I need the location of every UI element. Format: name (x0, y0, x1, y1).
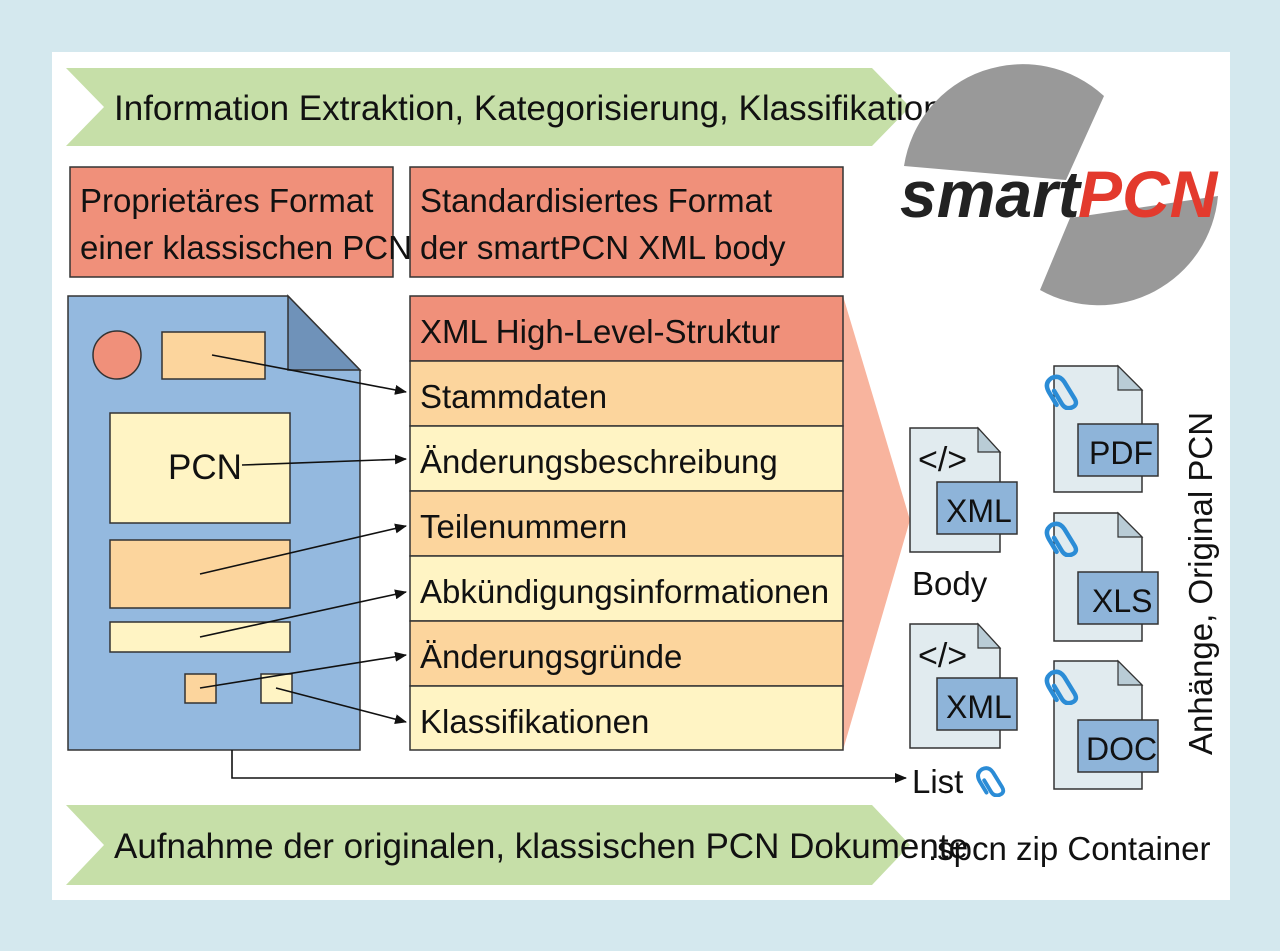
list-caption: List (912, 763, 963, 800)
code-icon: </> (918, 637, 967, 675)
xml-row (409, 490, 844, 557)
xml-row-label: Stammdaten (420, 378, 607, 415)
arrow-to-stammdaten (211, 354, 407, 395)
attachments-vertical-label: Anhänge, Original PCN (1182, 412, 1219, 755)
document-block-class (260, 673, 293, 704)
xml-structure-title-cell (409, 295, 844, 362)
xml-row (409, 685, 844, 751)
arrow-to-list (231, 750, 907, 783)
xml-structure-table: XML High-Level-Struktur Stammdaten Änder… (409, 295, 844, 751)
attachment-tag-label: XLS (1092, 583, 1152, 619)
paperclip-icon (976, 766, 1006, 797)
xml-list-file: </> XML List (909, 622, 1018, 800)
proprietary-header-line1: Proprietäres Format (80, 182, 373, 219)
bottom-banner-text: Aufnahme der originalen, klassischen PCN… (114, 827, 968, 866)
body-caption: Body (912, 565, 988, 602)
container-label: .spcn zip Container (928, 830, 1210, 867)
xml-row-label: Abkündigungsinformationen (420, 573, 829, 610)
arrow-to-aenderungsgruende (199, 651, 407, 689)
attachment-tag-label: PDF (1089, 435, 1153, 471)
bottom-banner: Aufnahme der originalen, klassischen PCN… (66, 805, 968, 885)
xml-tag-box (936, 677, 1018, 731)
arrow-to-klassifikationen (275, 687, 407, 725)
document-pcn-label: PCN (168, 448, 242, 487)
xml-tag-box (936, 481, 1018, 535)
xml-row (409, 425, 844, 492)
arrow-to-teilenummern (199, 523, 407, 575)
top-banner-text: Information Extraktion, Kategorisierung,… (114, 89, 943, 128)
code-icon: </> (918, 441, 967, 479)
attachment-tag-box (1077, 571, 1159, 625)
xml-row (409, 555, 844, 622)
attachment-tag-box (1077, 423, 1159, 477)
xml-row-label: Änderungsgründe (420, 638, 682, 675)
funnel-shape (843, 296, 910, 750)
logo-arc-top (904, 64, 1104, 180)
proprietary-header-line2: einer klassischen PCN (80, 229, 412, 266)
logo-text-smart: smart (900, 157, 1083, 231)
xml-row-label: Klassifikationen (420, 703, 649, 740)
xml-row-label: Teilenummern (420, 508, 627, 545)
attachment-tag-label: DOC (1086, 731, 1157, 767)
top-banner: Information Extraktion, Kategorisierung,… (66, 68, 943, 146)
pcn-document: PCN (67, 294, 362, 751)
xml-tag-label: XML (946, 493, 1012, 529)
logo-arc-bottom (1040, 196, 1218, 306)
standard-format-header: Standardisiertes Format der smartPCN XML… (409, 166, 844, 278)
standard-header-line2: der smartPCN XML body (420, 229, 786, 266)
arrow-to-aenderungsbeschreibung (241, 454, 407, 466)
smartpcn-logo: smart PCN (900, 64, 1219, 306)
mapping-arrows (199, 354, 907, 783)
attachment-file-xls: XLS (1047, 511, 1159, 642)
document-fold (287, 294, 362, 371)
xml-row (409, 360, 844, 427)
standard-header-line1: Standardisiertes Format (420, 182, 772, 219)
proprietary-format-header: Proprietäres Format einer klassischen PC… (69, 166, 412, 278)
attachment-tag-box (1077, 719, 1159, 773)
attachment-file-pdf: PDF (1047, 364, 1159, 493)
xml-structure-title: XML High-Level-Struktur (420, 313, 780, 350)
xml-row-label: Änderungsbeschreibung (420, 443, 778, 480)
xml-body-file: </> XML Body (909, 426, 1018, 602)
xml-row (409, 620, 844, 687)
logo-text-pcn: PCN (1078, 157, 1219, 231)
xml-tag-label: XML (946, 689, 1012, 725)
attachment-file-doc: DOC (1047, 659, 1159, 790)
document-logo-circle (92, 330, 142, 380)
arrow-to-abkuendigung (199, 589, 407, 638)
document-block-main (109, 412, 291, 524)
